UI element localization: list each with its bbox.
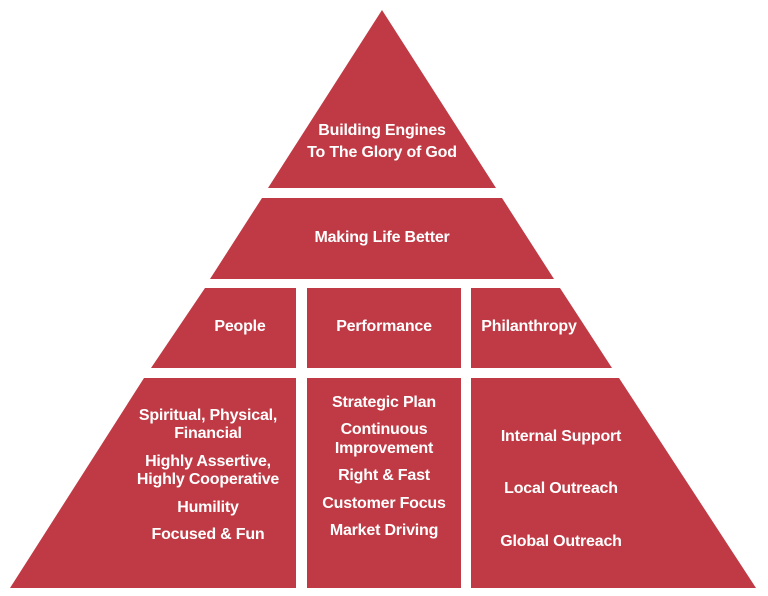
pyramid-cell-performance (307, 288, 461, 368)
performance-value-item: Strategic Plan (307, 394, 461, 412)
performance-value-line: Right & Fast (338, 467, 430, 485)
people-value-item: Focused & Fun (120, 526, 296, 544)
philanthropy-value-item: Local Outreach (471, 480, 651, 498)
philanthropy-value-item: Internal Support (471, 428, 651, 446)
people-label: People (190, 318, 290, 336)
performance-value-item: Market Driving (307, 522, 461, 540)
philanthropy-value-line: Internal Support (500, 428, 622, 445)
people-value-line: Financial (174, 425, 242, 443)
performance-values-list: Strategic Plan Continuous Improvement Ri… (307, 394, 461, 549)
philanthropy-label: Philanthropy (471, 318, 587, 336)
people-value-item: Spiritual, Physical, Financial (120, 407, 296, 444)
people-values-list: Spiritual, Physical, Financial Highly As… (120, 407, 296, 553)
apex-line-1: Building Engines (318, 122, 446, 139)
performance-value-item: Continuous Improvement (307, 421, 461, 458)
people-value-line: Focused & Fun (151, 525, 265, 543)
philanthropy-value-item: Global Outreach (471, 533, 651, 551)
people-value-item: Highly Assertive, Highly Cooperative (120, 453, 296, 490)
performance-value-item: Customer Focus (307, 495, 461, 513)
people-value-line: Highly Cooperative (136, 471, 280, 489)
pyramid-cell-people-values (10, 378, 296, 588)
performance-value-line: Market Driving (329, 521, 439, 539)
pyramid-apex (268, 10, 496, 188)
philanthropy-values-list: Internal Support Local Outreach Global O… (471, 428, 651, 551)
philanthropy-value-line: Global Outreach (500, 532, 622, 550)
philanthropy-value-line: Local Outreach (504, 480, 618, 498)
people-value-line: Highly Assertive, (145, 452, 271, 470)
performance-value-item: Right & Fast (307, 467, 461, 485)
tier2-label: Making Life Better (262, 229, 502, 247)
performance-value-line: Continuous (340, 421, 428, 439)
people-value-line: Humility (177, 498, 239, 516)
pyramid-cell-performance-values (307, 378, 461, 588)
pyramid-cell-philanthropy (471, 288, 612, 368)
performance-label: Performance (307, 318, 461, 336)
people-text: People (214, 318, 266, 335)
people-value-line: Spiritual, Physical, (138, 407, 278, 424)
performance-value-line: Strategic Plan (332, 394, 436, 411)
performance-value-line: Improvement (334, 439, 434, 457)
apex-line-2: To The Glory of God (307, 144, 457, 162)
making-life-better-text: Making Life Better (314, 229, 450, 246)
pyramid-tier-making-life-better (210, 198, 554, 279)
pyramid-cell-philanthropy-values (471, 378, 756, 588)
philanthropy-text: Philanthropy (481, 318, 577, 335)
performance-value-line: Customer Focus (322, 494, 446, 512)
performance-text: Performance (336, 318, 432, 335)
pyramid-cell-people (151, 288, 296, 368)
people-value-item: Humility (120, 499, 296, 517)
apex-label: Building Engines To The Glory of God (292, 122, 472, 163)
